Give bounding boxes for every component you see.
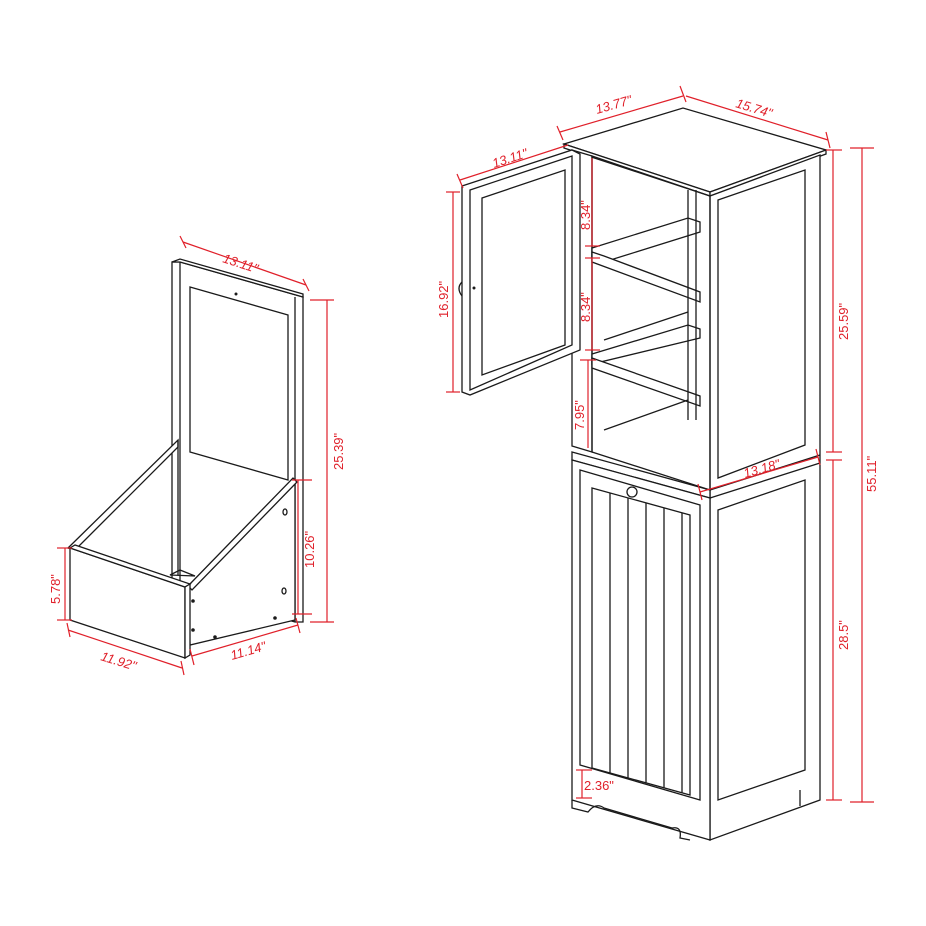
door-knob-icon: [626, 486, 638, 498]
upper-height-label: 25.59": [836, 302, 851, 340]
door-height-label: 16.92": [436, 280, 451, 318]
shelf-gap-3-label: 7.95": [572, 400, 587, 430]
lower-height-label: 28.5": [836, 620, 851, 650]
shelf-gap-1-label: 8.34": [578, 200, 593, 230]
hamper-depth-label: 11.14": [229, 638, 269, 663]
total-height-label: 55.11": [864, 455, 879, 492]
hamper-front-height-label: 5.78": [48, 574, 63, 604]
hamper-side-height-label: 10.26": [302, 530, 317, 568]
base-height-label: 2.36": [584, 778, 614, 793]
hamper-unit-drawing: [66, 258, 304, 660]
cabinet-drawing: [458, 107, 829, 841]
cabinet-dimensions: 13.77" 15.74" 13.11" 16.92" 8.34" 8.34" …: [436, 85, 879, 803]
cabinet-top-depth-label: 13.77": [594, 92, 635, 117]
hamper-back-height-label: 25.39": [331, 432, 346, 470]
shelf-gap-2-label: 8.34": [578, 292, 593, 322]
